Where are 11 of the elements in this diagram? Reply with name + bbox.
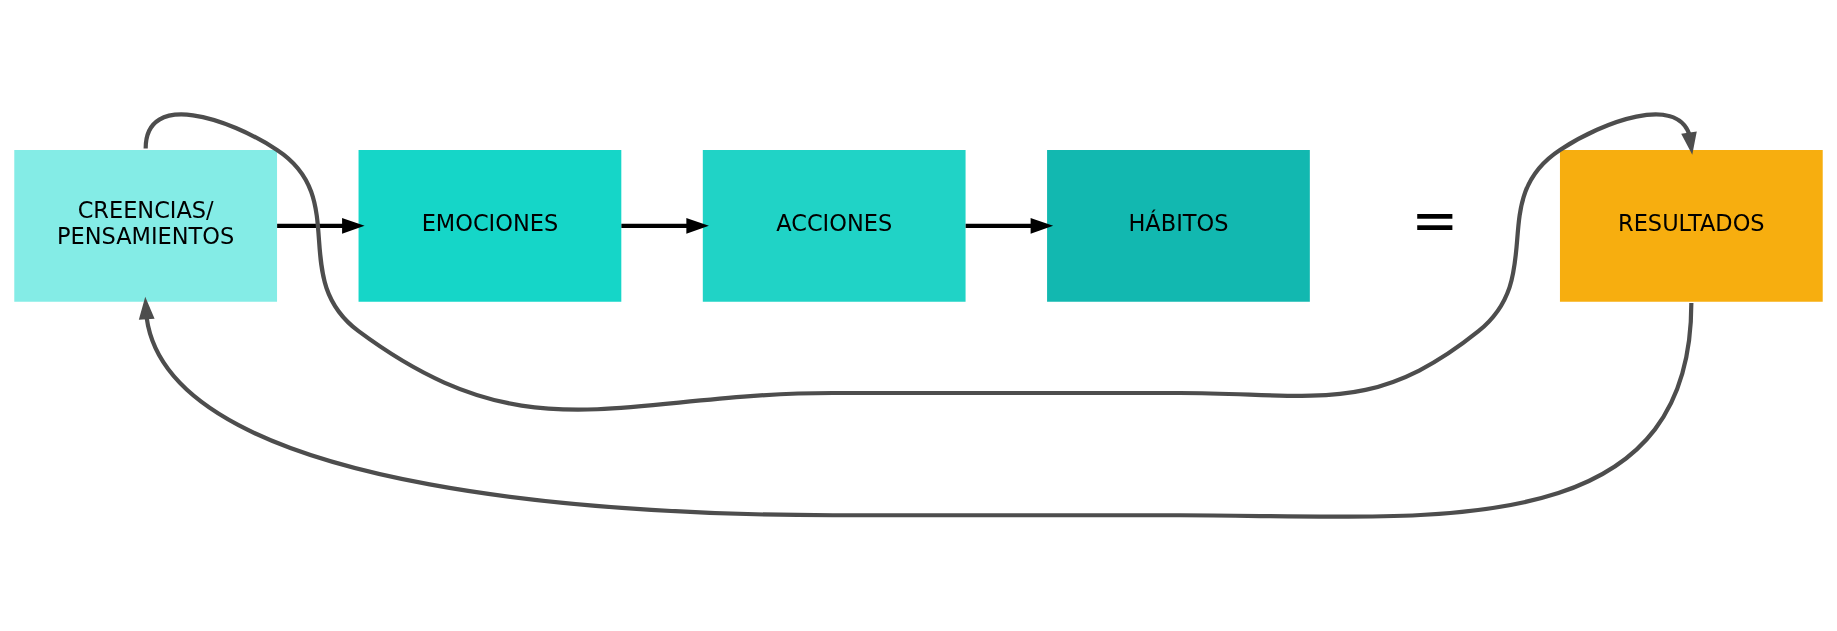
node-box: ACCIONES <box>702 149 966 302</box>
arrow <box>138 296 1694 519</box>
node-box: EMOCIONES <box>358 149 622 302</box>
node-box: CREENCIAS/ PENSAMIENTOS <box>14 149 278 302</box>
arrow <box>277 217 365 234</box>
label: = <box>1411 187 1459 253</box>
node-box: RESULTADOS <box>1559 149 1823 302</box>
arrow <box>621 217 709 234</box>
arrow <box>143 112 1697 412</box>
arrow <box>965 217 1054 234</box>
node-box: HÁBITOS <box>1047 149 1310 302</box>
